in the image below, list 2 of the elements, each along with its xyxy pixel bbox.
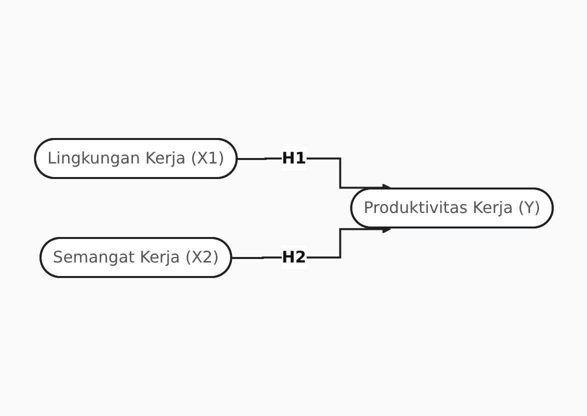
- edge-label: H2: [281, 247, 306, 266]
- edge-label: H1: [281, 148, 306, 168]
